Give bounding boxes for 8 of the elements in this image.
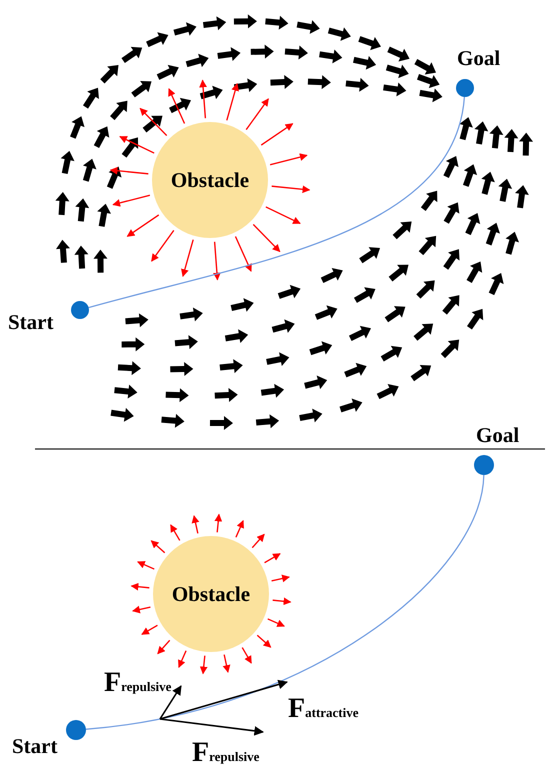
path-curve (86, 474, 484, 730)
point-label: Goal (476, 423, 520, 448)
obstacle-circle: Obstacle (152, 122, 268, 238)
point-label: Start (12, 734, 58, 759)
obstacle-circle: Obstacle (153, 536, 269, 652)
point-label: Start (8, 310, 54, 335)
point-label: Goal (457, 46, 500, 71)
path-curve (88, 96, 465, 308)
